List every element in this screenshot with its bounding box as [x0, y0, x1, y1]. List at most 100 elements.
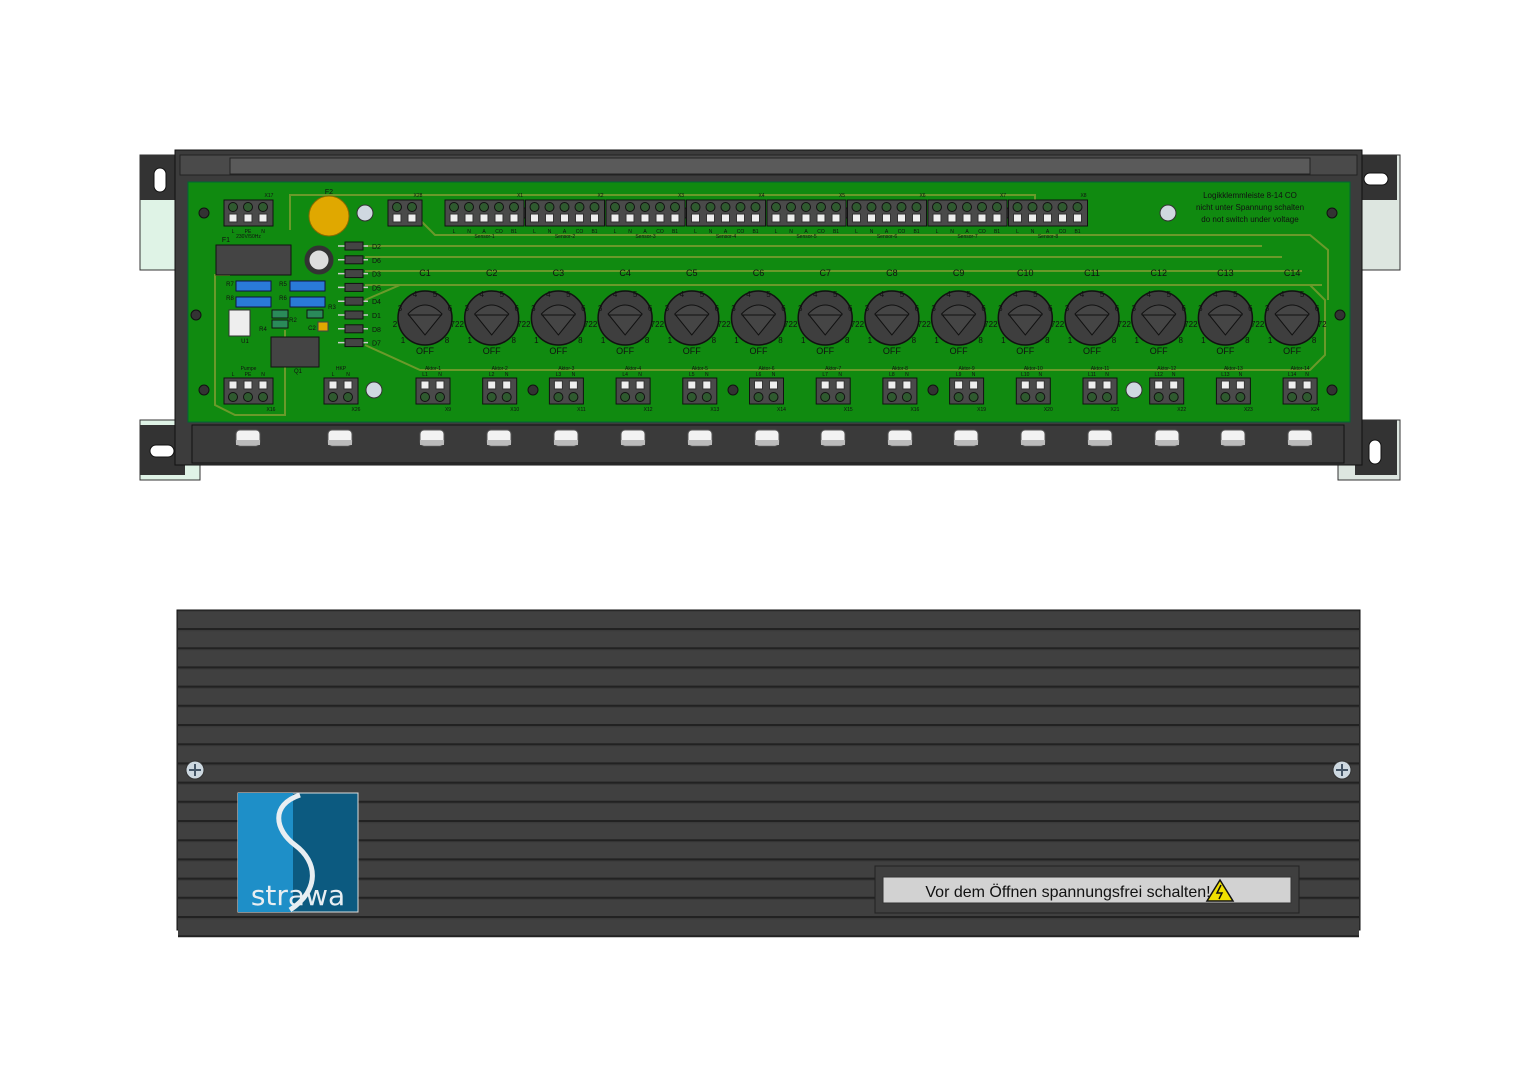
connector-pin-hole	[720, 202, 731, 212]
fuse-label: F2	[325, 189, 333, 196]
connector-screw-terminal	[343, 380, 353, 390]
connector-caption: Aktor-10	[1024, 366, 1043, 372]
connector-screw-terminal	[867, 213, 876, 223]
component-label: R2	[289, 318, 297, 324]
connector-caption: Sensor-4	[716, 234, 737, 240]
switch-position-label: 5	[566, 290, 571, 299]
connector-pin-hole	[553, 392, 564, 402]
switch-pointer	[407, 304, 443, 336]
switch-position-label: 4	[1213, 290, 1218, 299]
connector-pin-label: L	[1016, 229, 1019, 235]
connector-screw-terminal	[687, 380, 697, 390]
screw-left	[185, 760, 205, 780]
connector-pin-label: N	[572, 372, 576, 378]
switch-position-label: 5	[1033, 290, 1038, 299]
switch-position-label: 8	[578, 336, 583, 345]
switch-label: C5	[686, 268, 698, 278]
connector-caption: Sensor-8	[1038, 234, 1059, 240]
switch-label: C14	[1284, 268, 1301, 278]
connector-screw-terminal	[969, 380, 979, 390]
connector-pin-label: CO	[898, 229, 906, 235]
connector-screw-terminal	[1087, 380, 1097, 390]
connector-pin-label: L10	[1021, 372, 1030, 378]
switch-position-label: 5	[433, 290, 438, 299]
diode	[344, 324, 364, 334]
connector-pin-label: L11	[1088, 372, 1096, 378]
switch-position-label: 2	[459, 320, 464, 329]
clip-edge	[487, 440, 511, 445]
connector-pin-hole	[1012, 202, 1023, 212]
connector-pin-label: CO	[1059, 229, 1067, 235]
warning-label: Vor dem Öffnen spannungsfrei schalten!	[874, 865, 1300, 914]
connector-screw-terminal	[771, 213, 781, 223]
switch-position-label: 5	[633, 290, 638, 299]
connector-pin-hole	[831, 202, 841, 212]
switch-position-label: 3	[1198, 304, 1203, 313]
switch-position-label: 3	[865, 304, 870, 313]
pcb-mounting-hole	[527, 384, 539, 396]
diode-label: D8	[372, 327, 381, 334]
switch-pointer	[607, 304, 643, 336]
switch-position-label: 1	[1201, 336, 1206, 345]
screw-icon	[1159, 204, 1177, 222]
connector-pin-label: CO	[737, 229, 745, 235]
switch-position-label: 4	[1280, 290, 1285, 299]
resistor	[235, 296, 272, 308]
switch-position-label: 5	[900, 290, 905, 299]
switch-off-label: OFF	[1150, 346, 1168, 356]
connector-caption: Sensor-7	[957, 234, 978, 240]
connector-screw-terminal	[328, 380, 338, 390]
connector-pin-label: L14	[1288, 372, 1297, 378]
switch-position-label: 4	[1013, 290, 1018, 299]
switch-position-label: 1	[467, 336, 472, 345]
connector-pin-hole	[529, 202, 540, 212]
connector-name: X2	[597, 193, 603, 199]
switch-position-label: 6	[915, 304, 920, 313]
switch-position-label: 1	[801, 336, 806, 345]
switch-position-label: 72	[717, 320, 726, 329]
component-label: R3	[328, 305, 336, 311]
connector-pin-label: L	[855, 229, 858, 235]
connector-pin-label: N	[870, 229, 874, 235]
switch-pointer	[1207, 304, 1244, 336]
logo-text: strawa	[251, 879, 345, 912]
switch-position-label: 4	[1146, 290, 1151, 299]
connector-name: X15	[844, 407, 853, 413]
connector-pin-label: L5	[689, 372, 695, 378]
switch-pointer	[1274, 304, 1310, 336]
switch-position-label: 4	[546, 290, 551, 299]
switch-position-label: 3	[798, 304, 803, 313]
pcb-mounting-hole	[198, 384, 210, 396]
connector-pin-label: CO	[978, 229, 986, 235]
connector-pin-label: CO	[576, 229, 584, 235]
connector-pin-hole	[640, 202, 650, 212]
connector-pin-hole	[771, 202, 781, 212]
cover-rib	[178, 823, 1359, 841]
strawa-logo: strawa	[237, 792, 359, 913]
connector-screw-terminal	[1169, 380, 1179, 390]
connector-screw-terminal	[852, 213, 861, 223]
connector-screw-terminal	[702, 380, 712, 390]
switch-position-label: 8	[778, 336, 783, 345]
connector-name: X1	[517, 193, 523, 199]
connector-pin-hole	[753, 392, 764, 402]
switch-position-label: 1	[668, 336, 673, 345]
resistor	[289, 296, 326, 308]
connector-screw-terminal	[1154, 380, 1164, 390]
switch-position-label: 72	[1051, 320, 1060, 329]
connector-screw-terminal	[640, 213, 650, 223]
connector-screw-terminal	[487, 380, 497, 390]
connector-pin-hole	[866, 202, 877, 212]
switch-position-label: 3	[598, 304, 603, 313]
switch-position-label: 6	[448, 304, 453, 313]
switch-position-label: 4	[746, 290, 751, 299]
switch-position-label: 4	[880, 290, 885, 299]
